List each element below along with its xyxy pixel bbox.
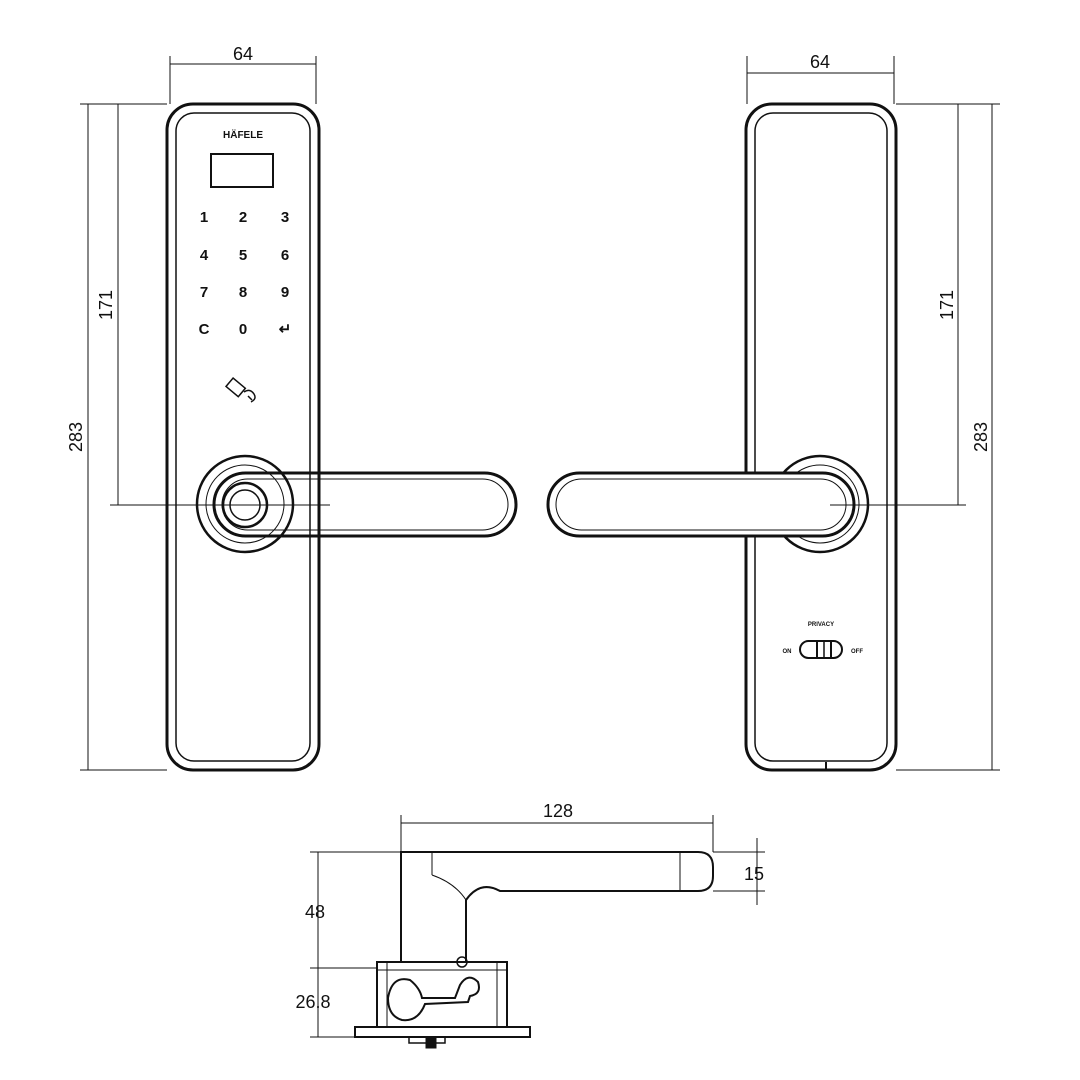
keypad-key: ↵: [279, 321, 292, 338]
front-handle-height-label: 171: [96, 290, 116, 320]
side-depth-label: 26.8: [295, 992, 330, 1012]
front-rosette-outer: [195, 454, 295, 554]
side-view: [310, 815, 765, 1049]
front-rosette-inner: [205, 464, 285, 544]
keypad-key: 2: [239, 209, 247, 226]
keypad-key: 6: [281, 247, 289, 264]
side-length-label: 128: [543, 801, 573, 821]
privacy-label: PRIVACY: [808, 622, 834, 628]
keypad: 1 2 3 4 5 6 7 8 9C 0 ↵: [199, 209, 292, 338]
keypad-key: 3: [281, 209, 289, 226]
keypad-key: 4: [200, 247, 209, 264]
side-thickness-label: 15: [744, 864, 764, 884]
keypad-key: C: [199, 321, 210, 338]
front-texts: HÄFELE 1 2 3 4 5 6 7 8 9C 0 ↵ 64 171 283: [66, 44, 291, 452]
back-plate-outer: [744, 102, 898, 772]
brand-logo: HÄFELE: [223, 128, 263, 141]
privacy-switch: [799, 640, 843, 659]
keypad-key: 5: [239, 247, 247, 264]
back-handle-height-label: 171: [937, 290, 957, 320]
keypad-key: 7: [200, 284, 208, 301]
privacy-on-label: ON: [783, 649, 792, 655]
card-reader-icon: [224, 376, 256, 403]
side-texts: 128 15 48 26.8: [295, 801, 764, 1012]
privacy-off-label: OFF: [851, 649, 863, 655]
back-plate-inner: [754, 112, 888, 762]
keypad-key: 0: [239, 321, 247, 338]
back-width-label: 64: [810, 52, 830, 72]
front-plate-outer: [165, 102, 321, 772]
side-mechanism: [386, 976, 480, 1022]
keypad-key: 1: [200, 209, 208, 226]
back-total-height-label: 283: [971, 422, 991, 452]
back-texts: 64 171 283 PRIVACY ON OFF: [783, 52, 992, 655]
front-plate-inner: [175, 112, 311, 762]
back-handle: [546, 471, 856, 538]
front-width-label: 64: [233, 44, 253, 64]
back-view: [546, 56, 1000, 772]
keypad-key: 9: [281, 284, 289, 301]
front-view: [80, 56, 518, 772]
display-screen: [210, 153, 274, 188]
front-total-height-label: 283: [66, 422, 86, 452]
side-base: [354, 1026, 531, 1038]
side-handle: [400, 851, 714, 963]
keypad-key: 8: [239, 284, 247, 301]
side-height-label: 48: [305, 902, 325, 922]
